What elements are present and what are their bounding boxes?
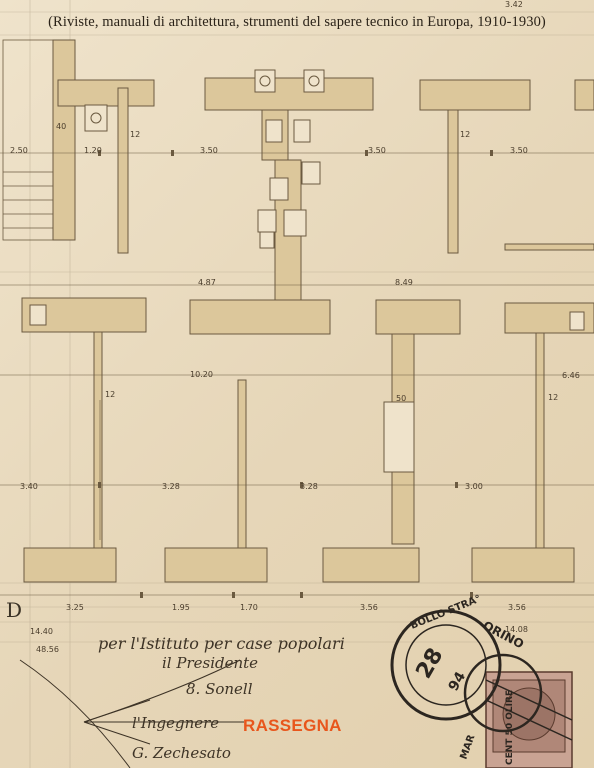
dimension-label: 3.25 (66, 603, 84, 612)
dimension-label: 2.50 (10, 146, 28, 155)
dimension-label: 1.95 (172, 603, 190, 612)
dimension-label: 48.56 (36, 645, 59, 654)
dimension-label: 3.50 (200, 146, 218, 155)
dimension-label: 3.42 (505, 0, 523, 9)
dimension-label: 4.87 (198, 278, 216, 287)
signature-line: G. Zechesato (132, 744, 231, 762)
dimension-label: 3.40 (20, 482, 38, 491)
wall-mark: 12 (105, 390, 116, 399)
dimension-label: 10.20 (190, 370, 213, 379)
stamp-ring-bottom: MAR (458, 733, 477, 761)
dimension-label: 3.56 (360, 603, 378, 612)
dimension-label: 8.49 (395, 278, 413, 287)
wall-mark: 12 (130, 130, 141, 139)
stamp-date: 28 (412, 644, 449, 683)
stamp-year: 94 (446, 669, 470, 694)
wall-mark: 50 (396, 394, 407, 403)
dimension-label: 3.56 (508, 603, 526, 612)
stamp-value: CENT 50 OLIRE (505, 690, 515, 765)
signature-line: 8. Sonell (186, 680, 253, 698)
wall-mark: 12 (460, 130, 471, 139)
dimension-label: 1.70 (240, 603, 258, 612)
dimension-label: 3.28 (162, 482, 180, 491)
wall-mark: 40 (56, 122, 67, 131)
magazine-brand: RASSEGNA (243, 716, 342, 735)
postmark-stamp (390, 609, 573, 768)
dimension-label: 6.46 (562, 371, 580, 380)
dimension-label: 3.28 (300, 482, 318, 491)
signature-line: per l'Istituto per case popolari (98, 634, 345, 653)
signature-line: l'Ingegnere (132, 714, 220, 732)
signature-line: il Presidente (162, 654, 259, 672)
stamp-ring-top: BOLLO STRA° (409, 593, 483, 631)
dimension-label: 3.50 (510, 146, 528, 155)
dimension-label: 14.08 (505, 625, 528, 634)
wall-mark: 12 (548, 393, 559, 402)
dimension-label: 14.40 (30, 627, 53, 636)
cover-subtitle: (Riviste, manuali di architettura, strum… (48, 14, 546, 30)
section-letter: D (6, 598, 23, 622)
dimension-label: 1.20 (84, 146, 102, 155)
dimension-label: 3.50 (368, 146, 386, 155)
stamp-ring-right: ORINO (481, 618, 527, 651)
dimension-label: 3.00 (465, 482, 483, 491)
